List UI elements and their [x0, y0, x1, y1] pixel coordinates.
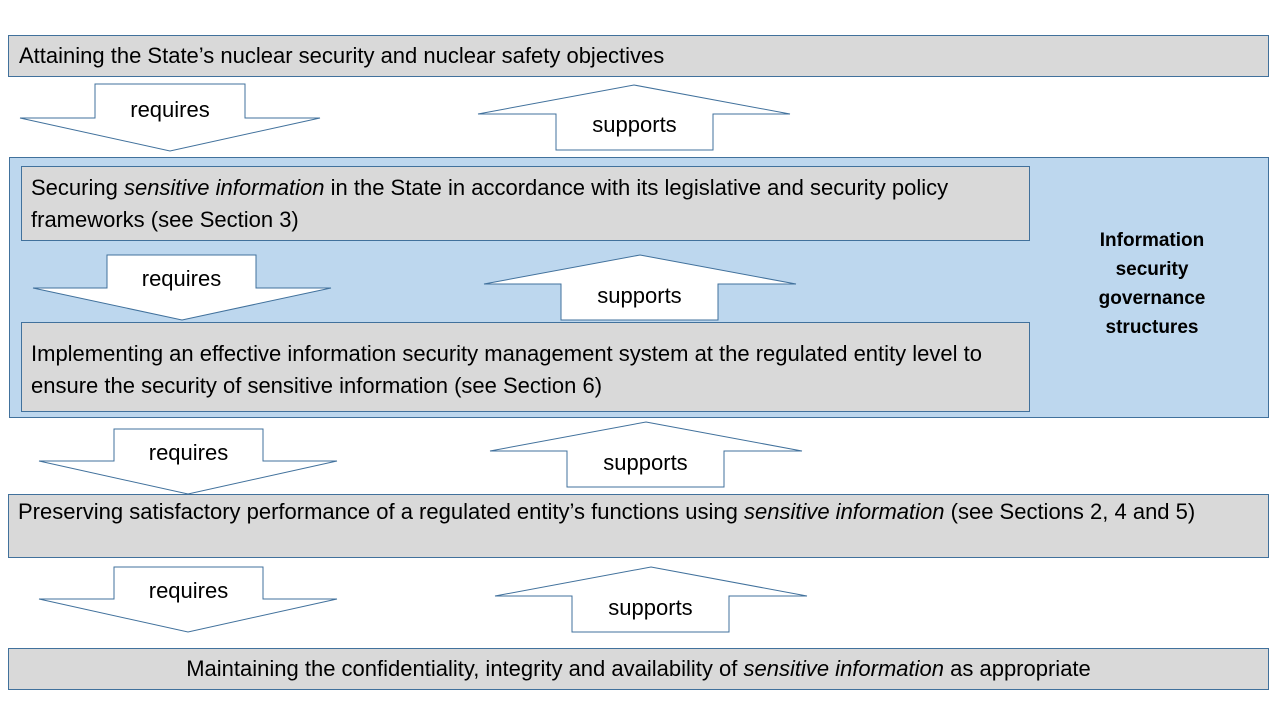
cia-text-pre: Maintaining the confidentiality, integri…: [186, 656, 744, 681]
supports-label: supports: [597, 283, 682, 308]
requires-label: requires: [148, 578, 229, 603]
objective-box-nuclear-security: Attaining the State’s nuclear security a…: [8, 35, 1269, 77]
cia-box: Maintaining the confidentiality, integri…: [8, 648, 1269, 690]
requires-arrow-down: [38, 428, 338, 495]
governance-label: Information security governance structur…: [1098, 230, 1206, 338]
performance-text-em: sensitive information: [743, 499, 945, 524]
securing-info-box: Securing sensitive information in the St…: [21, 166, 1030, 241]
requires-label: requires: [148, 440, 229, 465]
supports-label: supports: [608, 595, 693, 620]
requires-arrow-down: [32, 254, 332, 321]
cia-text-em: sensitive information: [743, 656, 945, 681]
supports-arrow-up: [483, 254, 797, 321]
supports-arrow-up: [489, 421, 803, 488]
requires-arrow-down: [19, 83, 321, 152]
performance-text-pre: Preserving satisfactory performance of a…: [18, 499, 744, 524]
isms-box: Implementing an effective information se…: [21, 322, 1030, 412]
objective-text: Attaining the State’s nuclear security a…: [19, 43, 665, 68]
isms-text: Implementing an effective information se…: [31, 341, 982, 398]
securing-text-post: in the State in accordance with its legi…: [31, 175, 949, 232]
supports-label: supports: [592, 112, 677, 137]
supports-arrow-up: [477, 84, 791, 151]
requires-label: requires: [141, 266, 222, 291]
performance-text-post: (see Sections 2, 4 and 5): [944, 499, 1196, 524]
supports-label: supports: [603, 450, 688, 475]
supports-arrow-up: [494, 566, 808, 633]
performance-box: Preserving satisfactory performance of a…: [8, 494, 1269, 558]
securing-text-pre: Securing: [31, 175, 124, 200]
cia-text-post: as appropriate: [944, 656, 1091, 681]
requires-arrow-down: [38, 566, 338, 633]
requires-label: requires: [130, 97, 210, 122]
securing-text-em: sensitive information: [123, 175, 325, 200]
